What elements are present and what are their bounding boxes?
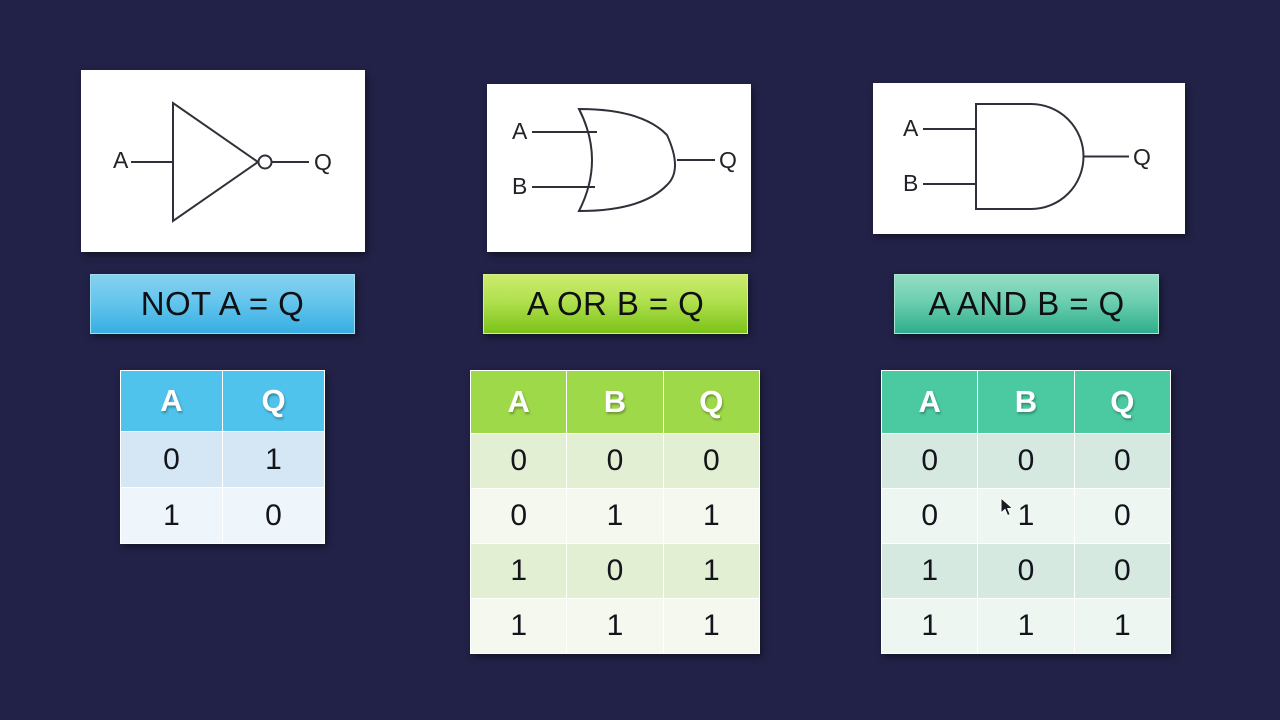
cell-a: 0 — [880, 488, 979, 544]
col-header-a: A — [120, 370, 223, 432]
or-input-label-b: B — [512, 173, 527, 199]
and-input-label-b: B — [903, 170, 918, 196]
not-gate-svg: A Q — [113, 101, 332, 223]
table-row: 0 0 0 — [880, 433, 1172, 489]
table-row: 0 0 0 — [469, 433, 761, 489]
cell-a: 1 — [880, 598, 979, 654]
table-header-row: A Q — [120, 370, 325, 432]
not-triangle-body — [172, 101, 260, 223]
not-output-label-q: Q — [314, 149, 332, 175]
and-formula-label: A AND B = Q — [894, 274, 1159, 334]
or-truth-table: A B Q 0 0 0 0 1 1 1 0 — [469, 370, 761, 654]
cell-q: 1 — [1073, 598, 1172, 654]
cell-q: 1 — [222, 431, 325, 488]
cell-b: 1 — [566, 488, 664, 544]
cell-a: 0 — [469, 488, 568, 544]
cell-a: 0 — [469, 433, 568, 489]
and-gate-svg: A B Q — [903, 103, 1151, 210]
col-header-b: B — [977, 370, 1075, 434]
table-row: 0 1 0 — [880, 488, 1172, 544]
and-gate-body — [975, 103, 1085, 210]
not-truth-table: A Q 0 1 1 0 — [120, 370, 325, 544]
col-header-a: A — [880, 370, 979, 434]
cell-b: 1 — [977, 488, 1075, 544]
cell-q: 0 — [1073, 433, 1172, 489]
not-input-label-a: A — [113, 147, 129, 173]
cell-a: 1 — [469, 598, 568, 654]
table-header-row: A B Q — [469, 370, 761, 434]
cell-a: 1 — [880, 543, 979, 599]
or-gate-svg: A B Q — [512, 107, 737, 213]
and-input-label-a: A — [903, 115, 919, 141]
cell-b: 0 — [977, 543, 1075, 599]
table-row: 1 0 0 — [880, 543, 1172, 599]
table-row: 0 1 1 — [469, 488, 761, 544]
table-row: 1 0 1 — [469, 543, 761, 599]
cell-q: 1 — [662, 598, 761, 654]
or-output-label-q: Q — [719, 147, 737, 173]
cell-q: 1 — [662, 543, 761, 599]
cell-b: 0 — [566, 543, 664, 599]
table-row: 1 1 1 — [469, 598, 761, 654]
table-row: 1 0 — [120, 487, 325, 544]
table-row: 1 1 1 — [880, 598, 1172, 654]
and-gate-diagram-card: A B Q — [873, 83, 1185, 234]
not-inversion-bubble-icon — [257, 154, 273, 170]
table-row: 0 1 — [120, 431, 325, 488]
and-output-label-q: Q — [1133, 144, 1151, 170]
or-formula-label: A OR B = Q — [483, 274, 748, 334]
cell-a: 0 — [120, 431, 223, 488]
cell-q: 0 — [662, 433, 761, 489]
cell-q: 0 — [1073, 488, 1172, 544]
not-formula-label: NOT A = Q — [90, 274, 355, 334]
table-header-row: A B Q — [880, 370, 1172, 434]
col-header-q: Q — [222, 370, 325, 432]
cell-q: 1 — [662, 488, 761, 544]
cell-a: 1 — [469, 543, 568, 599]
col-header-q: Q — [1073, 370, 1172, 434]
col-header-b: B — [566, 370, 664, 434]
cell-b: 1 — [566, 598, 664, 654]
cell-b: 0 — [977, 433, 1075, 489]
or-gate-body — [577, 107, 676, 213]
cell-a: 1 — [120, 487, 223, 544]
cell-a: 0 — [880, 433, 979, 489]
cell-b: 1 — [977, 598, 1075, 654]
or-input-label-a: A — [512, 118, 528, 144]
col-header-a: A — [469, 370, 568, 434]
cell-q: 0 — [222, 487, 325, 544]
and-truth-table: A B Q 0 0 0 0 1 0 1 0 — [880, 370, 1172, 654]
not-gate-diagram-card: A Q — [81, 70, 365, 252]
cell-q: 0 — [1073, 543, 1172, 599]
cell-b: 0 — [566, 433, 664, 489]
or-gate-diagram-card: A B Q — [487, 84, 751, 252]
col-header-q: Q — [662, 370, 761, 434]
